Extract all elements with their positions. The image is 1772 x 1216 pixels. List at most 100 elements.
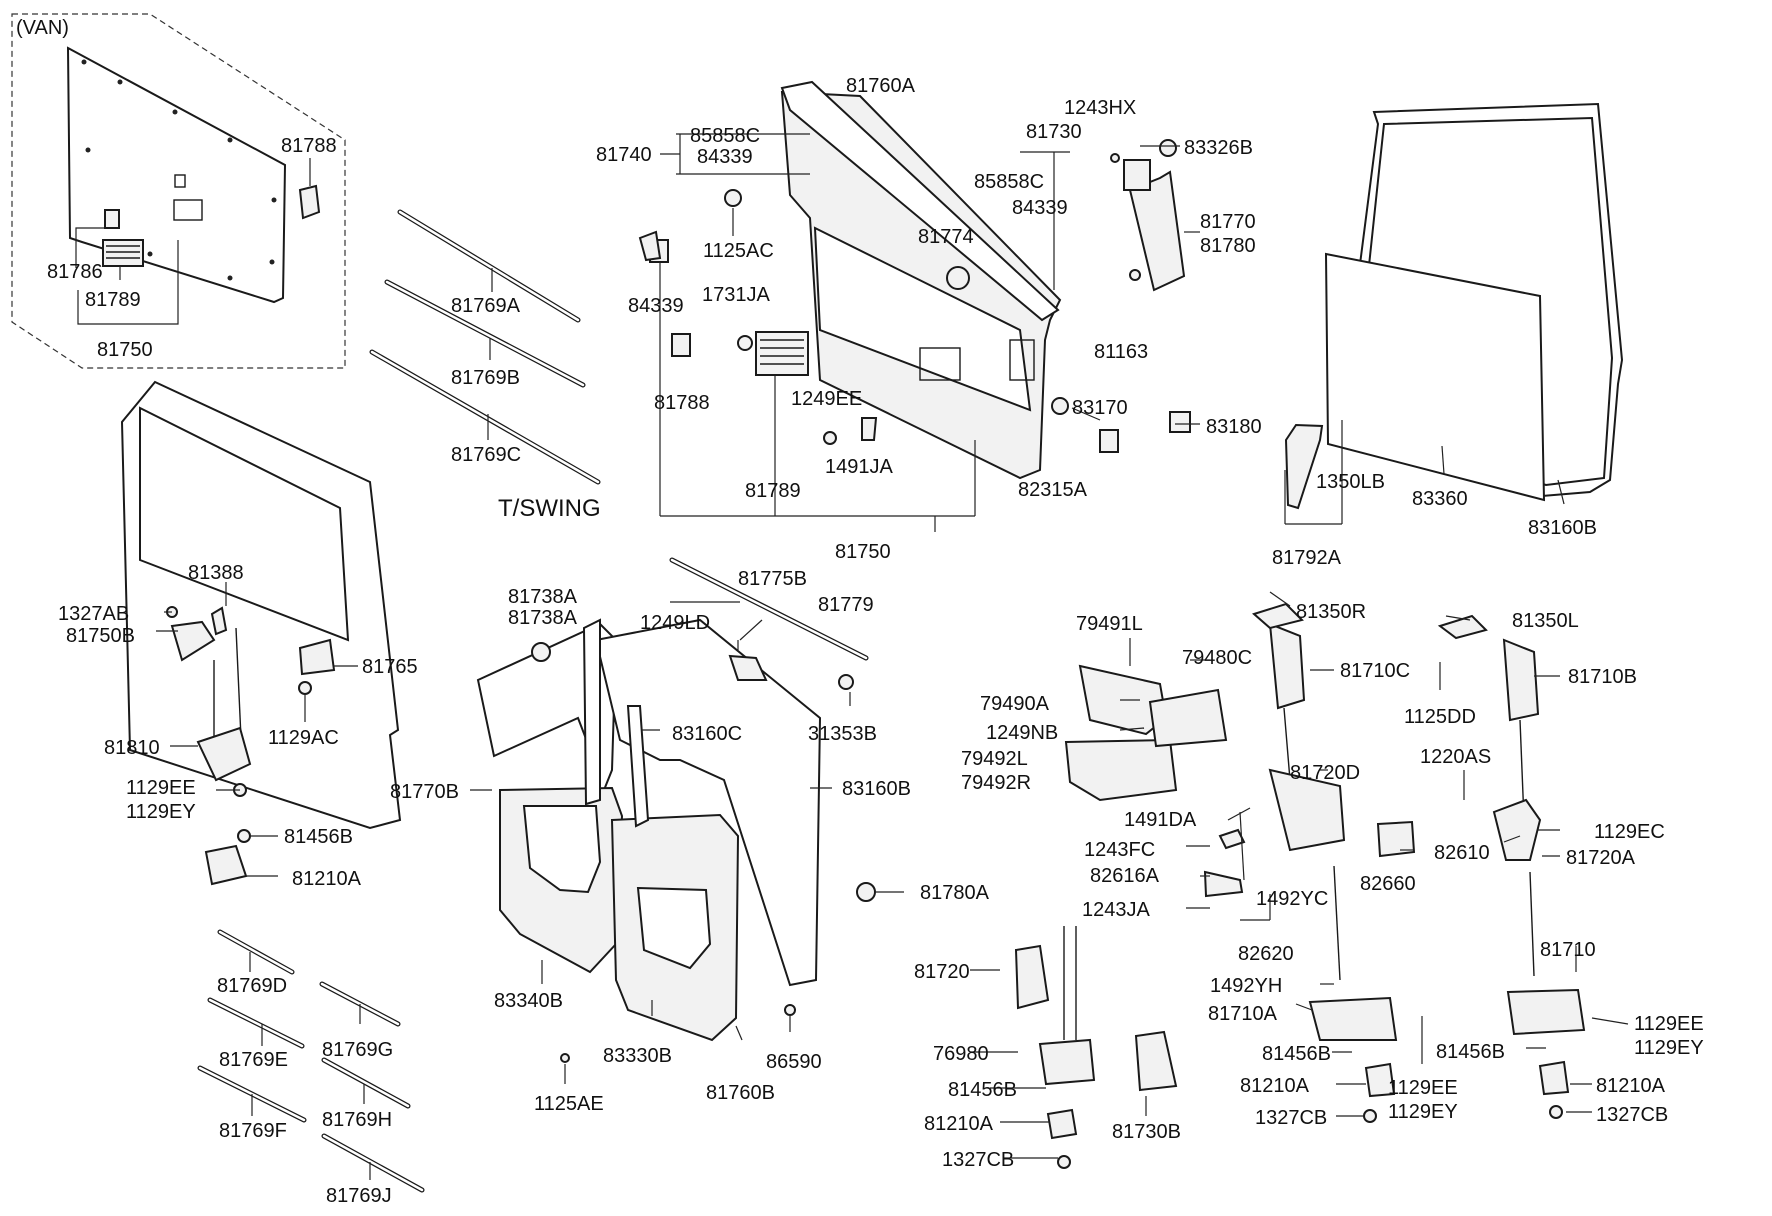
callout-81792A: 81792A <box>1272 547 1342 569</box>
callout-1129EE-c: 1129EE <box>1634 1013 1704 1035</box>
callout-1491JA: 1491JA <box>825 456 893 478</box>
callout-81210A: 81210A <box>292 868 362 890</box>
callout-81720A: 81720A <box>1566 847 1636 869</box>
callout-84339-b: 84339 <box>628 295 684 317</box>
van-trim-panel <box>66 46 287 304</box>
callout-84339-a: 84339 <box>697 146 753 168</box>
callout-81769C: 81769C <box>451 444 521 466</box>
callout-81780A: 81780A <box>920 882 990 904</box>
callout-81750: 81750 <box>97 339 153 361</box>
callout-81730: 81730 <box>1026 121 1082 143</box>
callout-83160B: 83160B <box>1528 517 1597 539</box>
callout-83330B: 83330B <box>603 1045 672 1067</box>
callout-1327CB-c: 1327CB <box>1596 1104 1668 1126</box>
callout-81740: 81740 <box>596 144 652 166</box>
callout-1350LB: 1350LB <box>1316 471 1385 493</box>
callout-81750B: 81750B <box>66 625 135 647</box>
callout-83326B: 83326B <box>1184 137 1253 159</box>
callout-81760A: 81760A <box>846 75 916 97</box>
switch-icon <box>104 209 120 229</box>
callout-81774: 81774 <box>918 226 974 248</box>
callout-1243HX: 1243HX <box>1064 97 1136 119</box>
callout-81810: 81810 <box>104 737 160 759</box>
callout-1327CB-b: 1327CB <box>942 1149 1014 1171</box>
upper-trim-panel <box>638 80 1191 480</box>
callout-79490A: 79490A <box>980 693 1050 715</box>
callout-1327AB: 1327AB <box>58 603 129 625</box>
callout-81710C: 81710C <box>1340 660 1410 682</box>
callout-81738A-a: 81738A <box>508 586 578 608</box>
callout-84339-c: 84339 <box>1012 197 1068 219</box>
callout-76980: 76980 <box>933 1043 989 1065</box>
callout-81775B: 81775B <box>738 568 807 590</box>
callout-1125DD: 1125DD <box>1404 706 1476 728</box>
clip-icon <box>298 184 321 220</box>
callout-1129AC: 1129AC <box>268 727 339 749</box>
callout-81750-b: 81750 <box>835 541 891 563</box>
callout-1327CB: 1327CB <box>1255 1107 1327 1129</box>
callout-81720: 81720 <box>914 961 970 983</box>
callout-81710A: 81710A <box>1208 1003 1278 1025</box>
callout-81770: 81770 <box>1200 211 1256 233</box>
callout-81210A-c: 81210A <box>924 1113 994 1135</box>
callout-81789-b: 81789 <box>745 480 801 502</box>
callout-81730B: 81730B <box>1112 1121 1181 1143</box>
callout-81769J: 81769J <box>326 1185 392 1207</box>
callout-labels: 81788 81786 81789 81750 81769A 81769B 81… <box>47 75 1704 1207</box>
callout-81350L: 81350L <box>1512 610 1579 632</box>
callout-1129EY-c: 1129EY <box>1634 1037 1704 1059</box>
callout-81738A-b: 81738A <box>508 607 578 629</box>
callout-1129EY: 1129EY <box>126 801 196 823</box>
callout-79480C: 79480C <box>1182 647 1252 669</box>
callout-1243FC: 1243FC <box>1084 839 1155 861</box>
callout-81769G: 81769G <box>322 1039 393 1061</box>
callout-1220AS: 1220AS <box>1420 746 1491 768</box>
callout-83360: 83360 <box>1412 488 1468 510</box>
callout-81780: 81780 <box>1200 235 1256 257</box>
callout-81456B-b: 81456B <box>1262 1043 1331 1065</box>
callout-81710: 81710 <box>1540 939 1596 961</box>
callout-81789: 81789 <box>85 289 141 311</box>
window-seal-group <box>1284 102 1624 510</box>
section-label-van: (VAN) <box>16 17 69 39</box>
callout-81456B-c: 81456B <box>948 1079 1017 1101</box>
callout-82315A: 82315A <box>1018 479 1088 501</box>
callout-83160B-b: 83160B <box>842 778 911 800</box>
callout-85858C-a: 85858C <box>690 125 760 147</box>
hinges-latches <box>1014 602 1586 1169</box>
callout-81769F: 81769F <box>219 1120 287 1142</box>
callout-81350R: 81350R <box>1296 601 1366 623</box>
callout-1249EE: 1249EE <box>791 388 862 410</box>
callout-83160C: 83160C <box>672 723 742 745</box>
callout-31353B: 31353B <box>808 723 877 745</box>
callout-81769A: 81769A <box>451 295 521 317</box>
callout-83180: 83180 <box>1206 416 1262 438</box>
van-inset: (VAN) <box>11 13 346 369</box>
leader-lines <box>156 133 1629 1180</box>
callout-1125AE: 1125AE <box>534 1093 604 1115</box>
callout-1129EE: 1129EE <box>126 777 196 799</box>
callout-1249NB: 1249NB <box>986 722 1058 744</box>
callout-79491L: 79491L <box>1076 613 1143 635</box>
rods-upper <box>369 209 601 485</box>
callout-81765: 81765 <box>362 656 418 678</box>
callout-81769D: 81769D <box>217 975 287 997</box>
callout-81710B: 81710B <box>1568 666 1637 688</box>
callout-81788: 81788 <box>281 135 337 157</box>
callout-81770B: 81770B <box>390 781 459 803</box>
callout-81786: 81786 <box>47 261 103 283</box>
callout-81163: 81163 <box>1094 341 1148 363</box>
callout-81210A-d: 81210A <box>1596 1075 1666 1097</box>
section-label-tswing: T/SWING <box>498 495 601 522</box>
callout-79492L: 79492L <box>961 748 1028 770</box>
callout-81720D: 81720D <box>1290 762 1360 784</box>
callout-81788-b: 81788 <box>654 392 710 414</box>
tswing-door-trims <box>476 557 876 1063</box>
callout-1129EC: 1129EC <box>1594 821 1665 843</box>
callout-81769B: 81769B <box>451 367 520 389</box>
callout-1491DA: 1491DA <box>1124 809 1197 831</box>
callout-81388: 81388 <box>188 562 244 584</box>
callout-1129EY-b: 1129EY <box>1388 1101 1458 1123</box>
